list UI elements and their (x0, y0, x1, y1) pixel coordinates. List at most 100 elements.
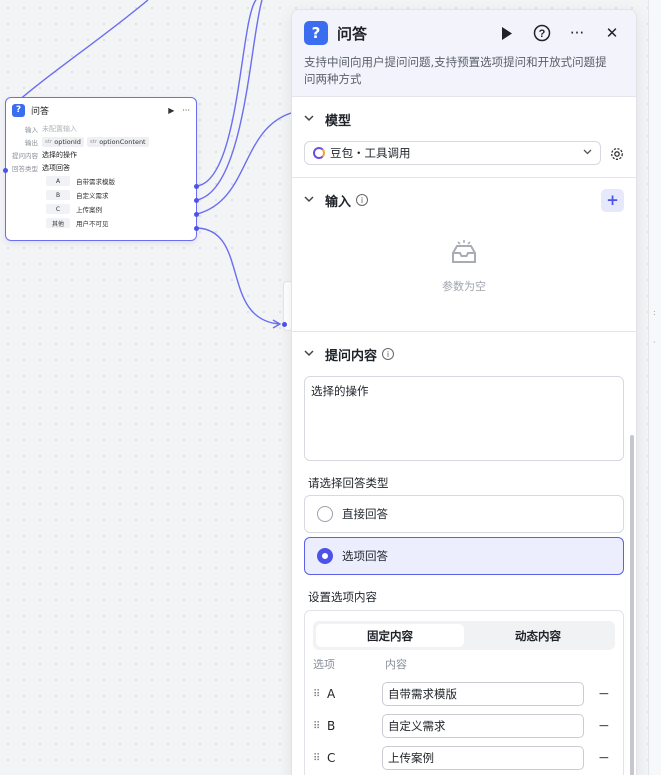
node-row-value: 选择的操作 (42, 150, 77, 159)
close-icon[interactable]: ✕ (605, 24, 619, 42)
output-port-other[interactable] (194, 226, 199, 231)
remove-option-button[interactable]: − (598, 750, 610, 766)
drag-handle-icon[interactable]: ⠿ (313, 752, 321, 764)
node-header: ? 问答 ▶ ··· (6, 98, 196, 122)
node-row-label: 回答类型 (12, 164, 38, 173)
run-icon[interactable] (495, 21, 519, 45)
radio-indicator (317, 548, 333, 564)
radio-direct-answer[interactable]: 直接回答 (304, 495, 624, 533)
panel-scrollbar[interactable] (630, 435, 634, 775)
help-icon[interactable]: ? (530, 21, 554, 45)
option-value-input[interactable]: 自带需求模版 (382, 682, 584, 706)
radio-indicator (317, 506, 333, 522)
answer-type-label: 请选择回答类型 (308, 476, 389, 490)
node-row-input: 输入 未配置输入 (6, 122, 196, 135)
question-mark-icon: ? (12, 103, 25, 117)
question-content-input[interactable]: 选择的操作 (304, 376, 624, 461)
radio-label: 直接回答 (342, 507, 388, 521)
option-key: A (327, 687, 336, 701)
chevron-down-icon[interactable] (304, 114, 318, 125)
edge-other (196, 227, 281, 325)
node-row-label: 输入 (25, 125, 38, 134)
input-port[interactable] (3, 168, 8, 173)
option-text: 用户不可见 (76, 220, 109, 228)
remove-option-button[interactable]: − (598, 718, 610, 734)
node-config-panel: ? 问答 ? ··· ✕ 支持中间向用户提问问题,支持预置选项提问和开放式问题提… (291, 9, 637, 775)
panel-header: ? 问答 ? ··· ✕ 支持中间向用户提问问题,支持预置选项提问和开放式问题提… (292, 10, 636, 97)
option-key: B (327, 719, 336, 733)
option-key: 其他 (46, 218, 70, 228)
info-icon[interactable]: i (356, 194, 369, 206)
options-mode-tabs: 固定内容 动态内容 (313, 621, 615, 650)
empty-inbox-icon (450, 240, 478, 272)
edge-a (196, 0, 257, 187)
output-port-c[interactable] (194, 212, 199, 217)
info-icon[interactable]: i (382, 348, 395, 360)
strip-mark: : (653, 308, 656, 317)
question-heading: 提问内容 (325, 348, 378, 364)
target-input-port[interactable] (282, 322, 287, 327)
radio-option-answer[interactable]: 选项回答 (304, 537, 624, 575)
option-key: C (327, 751, 336, 765)
node-row-value: 未配置输入 (42, 124, 77, 133)
empty-text: 参数为空 (442, 280, 486, 293)
options-editor: 固定内容 动态内容 选项 内容 ⠿ A 自带需求模版 − ⠿ B 自定义需求 −… (304, 610, 624, 775)
question-section-header[interactable]: 提问内容 i (304, 332, 624, 376)
model-heading: 模型 (325, 113, 352, 129)
model-selected-value: 豆包・工具调用 (330, 146, 411, 160)
chevron-down-icon (583, 148, 592, 158)
node-title: 问答 (31, 106, 50, 117)
node-option: B 自定义需求 (6, 188, 196, 202)
options-label: 设置选项内容 (308, 590, 377, 604)
option-text: 上传案例 (76, 206, 102, 214)
chevron-down-icon[interactable] (304, 349, 318, 360)
add-input-button[interactable]: + (601, 188, 624, 212)
node-row-value: 选项回答 (42, 163, 70, 172)
option-key: B (46, 190, 70, 200)
option-text: 自定义需求 (76, 192, 109, 200)
more-icon[interactable]: ··· (569, 24, 585, 42)
input-section-header[interactable]: 输入 i + (304, 178, 624, 222)
node-option: A 自带需求模版 (6, 174, 196, 188)
tab-dynamic-content[interactable]: 动态内容 (515, 628, 561, 643)
option-value-input[interactable]: 上传案例 (382, 746, 584, 770)
input-section: 输入 i + 参数为空 (292, 178, 636, 332)
strip-mark: · (653, 338, 656, 347)
edge-c (196, 112, 292, 215)
remove-option-button[interactable]: − (598, 686, 610, 702)
tab-fixed-content[interactable]: 固定内容 (316, 624, 464, 647)
option-row: ⠿ B 自定义需求 − (313, 710, 615, 742)
model-section: 模型 豆包・工具调用 (292, 97, 636, 178)
empty-state: 参数为空 (304, 222, 624, 312)
question-section: 提问内容 i 选择的操作 请选择回答类型 直接回答 选项回答 设置选项内容 固定… (292, 332, 636, 775)
node-row-question: 提问内容 选择的操作 (6, 148, 196, 161)
column-header: 内容 (385, 658, 407, 671)
chevron-down-icon[interactable] (304, 195, 318, 206)
question-mark-icon: ? (304, 21, 328, 45)
svg-text:?: ? (539, 28, 546, 40)
option-key: A (46, 176, 70, 186)
model-section-header[interactable]: 模型 (304, 97, 624, 141)
option-text: 自带需求模版 (76, 178, 115, 186)
more-icon[interactable]: ··· (182, 105, 190, 115)
doubao-logo-icon (313, 147, 325, 159)
gear-icon[interactable] (610, 146, 624, 160)
drag-handle-icon[interactable]: ⠿ (313, 688, 321, 700)
option-value-input[interactable]: 自定义需求 (382, 714, 584, 738)
option-key: C (46, 204, 70, 214)
node-row-answer-type: 回答类型 选项回答 (6, 161, 196, 174)
run-icon[interactable]: ▶ (168, 105, 175, 115)
canvas-right-strip: : · (648, 0, 661, 775)
node-option: C 上传案例 (6, 202, 196, 216)
panel-title: 问答 (337, 24, 368, 43)
option-row: ⠿ A 自带需求模版 − (313, 678, 615, 710)
drag-handle-icon[interactable]: ⠿ (313, 720, 321, 732)
model-select[interactable]: 豆包・工具调用 (304, 141, 601, 165)
output-port-b[interactable] (194, 198, 199, 203)
edge-incoming (7, 0, 149, 111)
panel-titlebar: ? 问答 ? ··· ✕ (304, 20, 624, 46)
column-header: 选项 (313, 658, 335, 671)
output-port-a[interactable] (194, 184, 199, 189)
